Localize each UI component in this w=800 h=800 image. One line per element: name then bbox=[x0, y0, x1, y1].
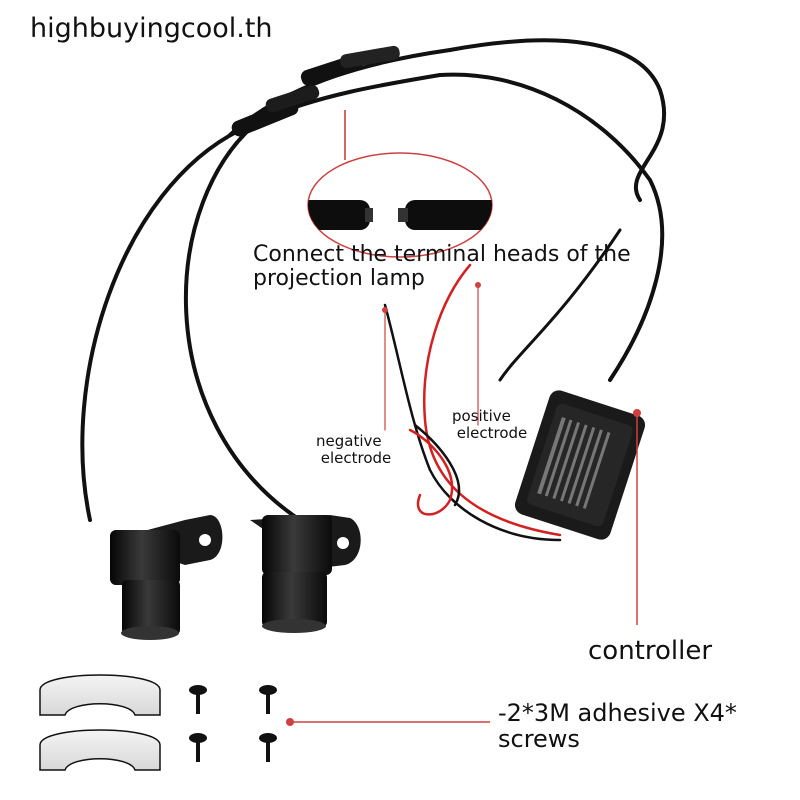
watermark: highbuyingcool.th bbox=[30, 13, 273, 44]
projection-lamp-left bbox=[110, 515, 223, 640]
adhesive-pads bbox=[39, 674, 161, 771]
projection-lamp-right bbox=[250, 515, 361, 633]
cable-connectors bbox=[231, 45, 400, 137]
terminal-heads-label: Connect the terminal heads of the projec… bbox=[253, 242, 631, 292]
connector-magnifier bbox=[307, 110, 493, 258]
accessories-label: -2*3M adhesive X4* screws bbox=[498, 699, 737, 754]
screws bbox=[189, 685, 277, 762]
lead-wires bbox=[382, 263, 562, 542]
positive-electrode-label: positive electrode bbox=[452, 407, 528, 442]
accessories-leader bbox=[286, 718, 490, 726]
controller-box bbox=[514, 390, 646, 625]
controller-label: controller bbox=[588, 636, 713, 666]
negative-electrode-label: negative electrode bbox=[316, 432, 392, 467]
